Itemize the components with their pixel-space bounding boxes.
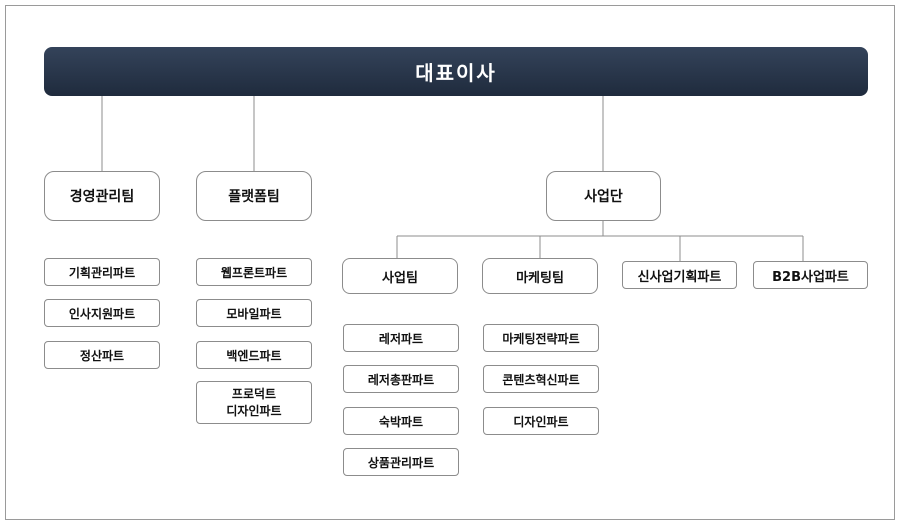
team-mgmt: 경영관리팀 (44, 171, 160, 221)
part-biz-product-mgmt: 상품관리파트 (343, 448, 459, 476)
group-b2b-part: B2B사업파트 (753, 261, 868, 289)
part-marketing-strategy: 마케팅전략파트 (483, 324, 599, 352)
group-new-biz-part: 신사업기획파트 (622, 261, 737, 289)
part-mgmt-hr: 인사지원파트 (44, 299, 160, 327)
part-biz-accommodation: 숙박파트 (343, 407, 459, 435)
team-platform: 플랫폼팀 (196, 171, 312, 221)
ceo-box: 대표이사 (44, 47, 868, 96)
diagram-frame (5, 5, 895, 520)
part-mgmt-settlement: 정산파트 (44, 341, 160, 369)
part-biz-leisure-distribution: 레저총판파트 (343, 365, 459, 393)
part-platform-webfront: 웹프론트파트 (196, 258, 312, 286)
part-platform-mobile: 모바일파트 (196, 299, 312, 327)
part-platform-product-design: 프로덕트 디자인파트 (196, 381, 312, 424)
part-mgmt-planning: 기획관리파트 (44, 258, 160, 286)
group-marketing-team: 마케팅팀 (482, 258, 598, 294)
part-marketing-content: 콘텐츠혁신파트 (483, 365, 599, 393)
part-biz-leisure: 레저파트 (343, 324, 459, 352)
group-biz-team: 사업팀 (342, 258, 458, 294)
team-business: 사업단 (546, 171, 661, 221)
part-platform-backend: 백엔드파트 (196, 341, 312, 369)
part-marketing-design: 디자인파트 (483, 407, 599, 435)
